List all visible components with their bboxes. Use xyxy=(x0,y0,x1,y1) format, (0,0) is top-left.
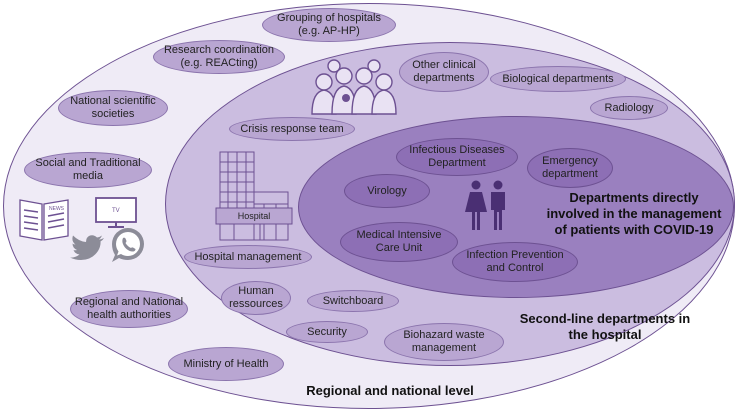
crisis-response-team-node: Crisis response team xyxy=(229,117,355,141)
inner-level-label: Departments directly involved in the man… xyxy=(546,190,722,237)
other-clinical-departments-node: Other clinical departments xyxy=(399,52,489,92)
grouping-of-hospitals-node: Grouping of hospitals (e.g. AP-HP) xyxy=(262,8,396,42)
hospital-building-label: Hospital xyxy=(237,211,271,221)
infection-prevention-control-node: Infection Prevention and Control xyxy=(452,242,578,282)
patients-icon xyxy=(465,180,505,230)
human-ressources-node: Human ressources xyxy=(221,281,291,315)
tv-label: TV xyxy=(112,208,120,214)
switchboard-node: Switchboard xyxy=(307,290,399,312)
outer-level-label: Regional and national level xyxy=(306,383,474,398)
research-coordination-node: Research coordination (e.g. REACting) xyxy=(153,40,285,74)
inner-level-oval xyxy=(298,116,734,298)
social-traditional-media-node: Social and Traditional media xyxy=(24,152,152,188)
health-authorities-node: Regional and National health authorities xyxy=(70,290,188,328)
newspaper-icon: NEWS xyxy=(19,199,69,241)
newspaper-label: NEWS xyxy=(49,206,65,212)
virology-node: Virology xyxy=(344,174,430,208)
middle-level-label: Second-line departments in the hospital xyxy=(519,311,691,342)
national-scientific-societies-node: National scientific societies xyxy=(58,90,168,126)
hospital-building-icon xyxy=(215,151,293,241)
biological-departments-node: Biological departments xyxy=(490,66,626,92)
infectious-diseases-department-node: Infectious Diseases Department xyxy=(396,138,518,176)
ministry-of-health-node: Ministry of Health xyxy=(168,347,284,381)
emergency-department-node: Emergency department xyxy=(527,148,613,188)
tv-icon: TV xyxy=(95,197,137,228)
twitter-icon xyxy=(70,235,104,260)
doctors-group-icon xyxy=(311,59,397,115)
medical-intensive-care-unit-node: Medical Intensive Care Unit xyxy=(340,222,458,262)
hospital-management-node: Hospital management xyxy=(184,245,312,269)
whatsapp-icon xyxy=(112,228,144,262)
radiology-node: Radiology xyxy=(590,96,668,120)
security-node: Security xyxy=(286,321,368,343)
biohazard-waste-management-node: Biohazard waste management xyxy=(384,323,504,361)
